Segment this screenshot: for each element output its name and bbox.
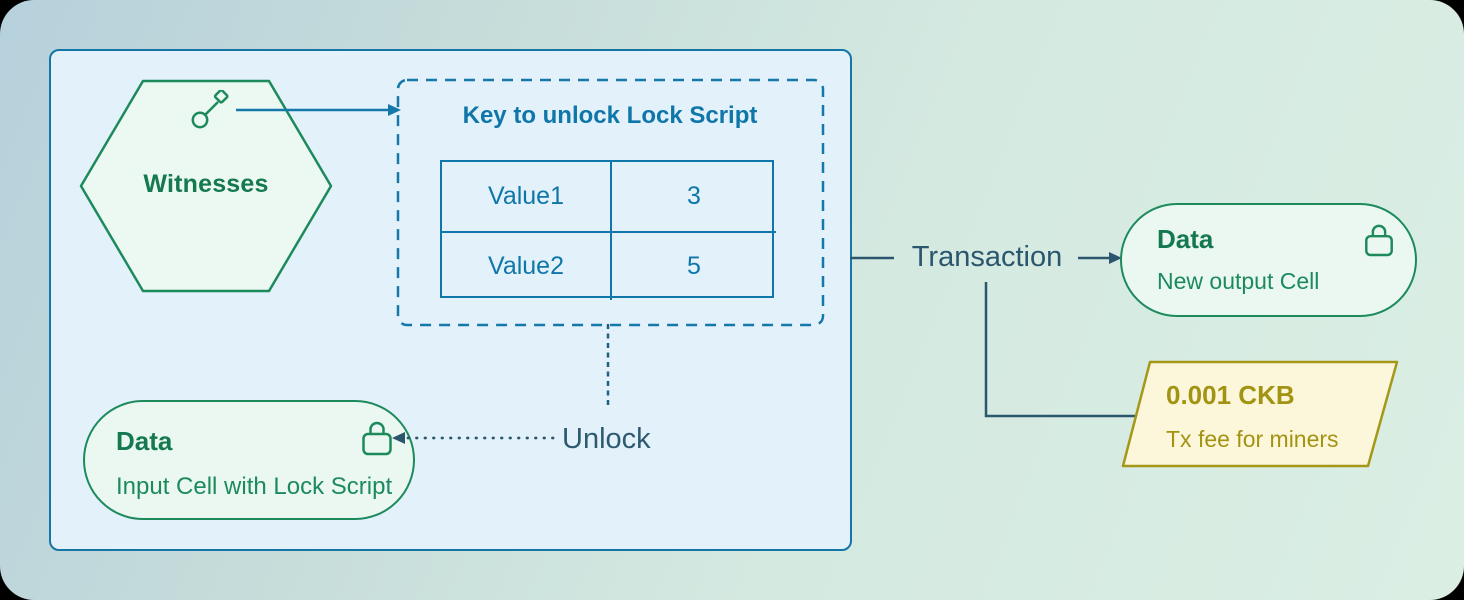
unlock-label: Unlock [562, 423, 651, 455]
witnesses-hexagon [79, 79, 333, 293]
input-cell: Data Input Cell with Lock Script [83, 400, 415, 520]
key-box-title: Key to unlock Lock Script [462, 102, 758, 129]
tx-fee-text: 0.001 CKB Tx fee for miners [1166, 380, 1339, 453]
output-cell: Data New output Cell [1120, 203, 1417, 317]
lock-icon [1365, 224, 1393, 257]
output-cell-subtitle: New output Cell [1157, 268, 1320, 294]
unlock-arrow [392, 432, 558, 444]
table-cell-name: Value2 [442, 231, 610, 300]
tx-fee-amount: 0.001 CKB [1166, 380, 1295, 410]
key-icon [191, 90, 229, 129]
transaction-to-output-arrow [1078, 252, 1122, 264]
tx-fee-description: Tx fee for miners [1166, 426, 1339, 452]
lock-script-key-box [396, 78, 825, 327]
table-cell-value: 5 [610, 231, 776, 300]
groupbox-to-transaction-line [850, 256, 894, 260]
tx-fee-shape [1121, 360, 1399, 468]
witnesses-label: Witnesses [143, 170, 269, 198]
input-cell-title: Data [116, 426, 173, 456]
transaction-label: Transaction [911, 241, 1063, 273]
lock-icon [362, 421, 392, 456]
key-values-table: Value1 3 Value2 5 [440, 160, 776, 300]
input-cell-subtitle: Input Cell with Lock Script [116, 473, 393, 500]
table-cell-name: Value1 [488, 182, 564, 210]
output-cell-title: Data [1157, 224, 1214, 254]
keybox-to-unlock-line [606, 324, 610, 409]
table-cell-value: 3 [610, 162, 776, 231]
key-to-lockscript-arrow [236, 104, 401, 116]
transaction-to-fee-connector [984, 282, 1137, 418]
